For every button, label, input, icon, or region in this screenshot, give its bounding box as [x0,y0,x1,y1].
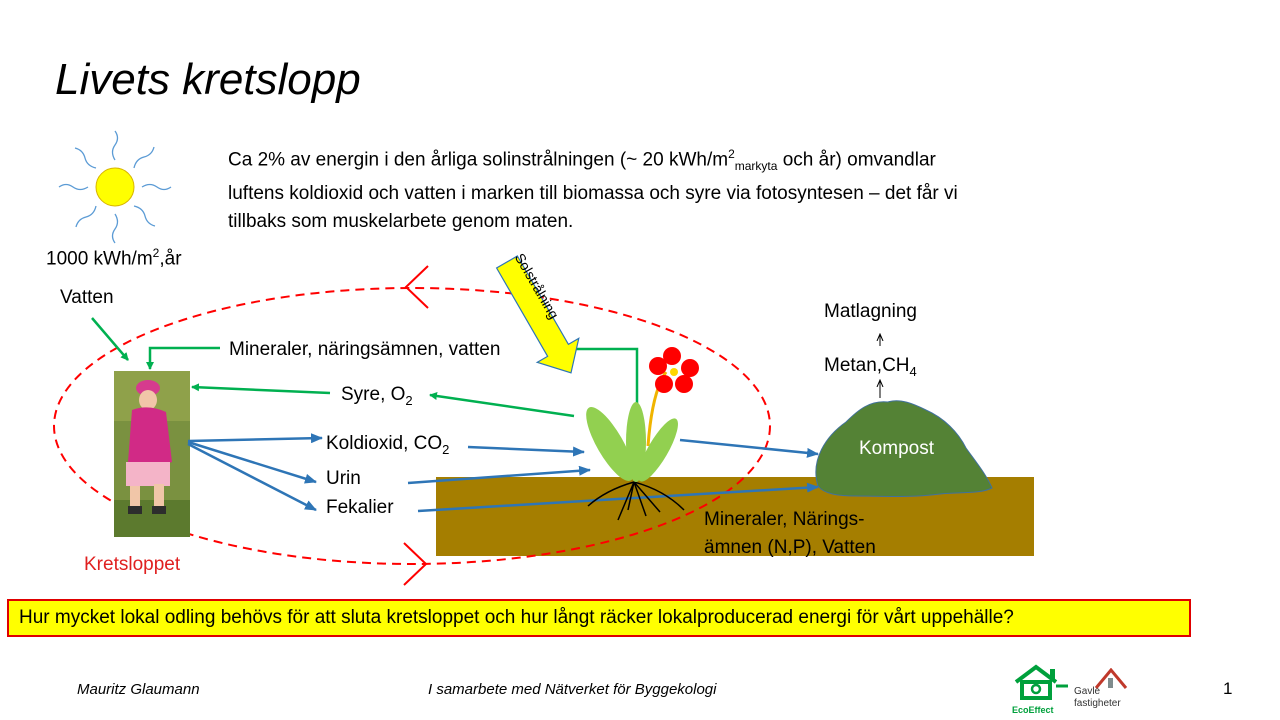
mineraler-label: Mineraler, näringsämnen, vatten [229,339,501,360]
soil-label: Mineraler, Närings- ämnen (N,P), Vatten [704,506,876,562]
syre-label: Syre, O2 [341,384,413,408]
compost-heap [815,400,993,497]
solstralning-arrow [495,255,580,374]
plant-to-compost-arrow [679,438,819,458]
page-number: 1 [1223,679,1233,698]
gavle-logo-text2: fastigheter [1074,698,1121,709]
syre-label-sub: 2 [405,392,413,408]
cycle-arrowhead-top [404,265,429,309]
footer-collab: I samarbete med Nätverket för Byggekolog… [428,681,717,698]
child-to-urin-arrow [187,440,317,484]
child-to-fekalier-arrow [187,442,317,512]
urin-to-plant-arrow [407,465,591,485]
ecoeffect-logo-text: EcoEffect [1012,705,1054,715]
koldioxid-label: Koldioxid, CO2 [326,433,449,457]
matlagning-label: Matlagning [824,301,917,322]
kompost-label: Kompost [859,438,934,459]
gavle-logo: Gavle fastigheter [1074,668,1134,710]
child-photo [114,371,190,537]
urin-label: Urin [326,468,361,489]
question-box: Hur mycket lokal odling behövs för att s… [7,599,1191,637]
sun-label: 1000 kWh/m2,år [46,246,182,270]
ecoeffect-logo: EcoEffect [1012,664,1070,715]
intro-part2: och år) omvandlar luftens koldioxid och … [228,149,958,233]
koldioxid-to-plant-arrow [467,445,585,457]
metan-label-main: Metan,CH [824,355,910,376]
intro-sub: markyta [734,159,778,174]
syre-arrow-left [191,383,331,395]
sun-icon [58,130,172,244]
ecoeffect-house-icon [1014,664,1068,700]
syre-label-main: Syre, O [341,384,406,405]
intro-text: Ca 2% av energin i den årliga solinstrål… [228,140,988,236]
child-to-koldioxid-arrow [187,433,323,444]
page-title: Livets kretslopp [55,55,361,104]
vatten-label: Vatten [60,287,114,308]
sun-label-main: 1000 kWh/m [46,248,153,270]
metan-label-sub: 4 [909,363,917,379]
fekalier-to-compost-arrow [417,482,819,513]
fekalier-label: Fekalier [326,497,394,518]
intro-sup: 2 [728,147,735,161]
syre-arrow-right [429,392,575,418]
cycle-arrowhead-bottom [403,542,428,586]
footer-author: Mauritz Glaumann [77,681,200,698]
gavle-roof-icon [1094,668,1128,689]
intro-part1: Ca 2% av energin i den årliga solinstrål… [228,149,729,171]
mineraler-arrow [146,346,220,370]
cycle-ellipse [53,287,771,565]
soil-label-line1: Mineraler, Närings- [704,509,865,530]
sun-label-tail: ,år [159,248,182,270]
plant-icon [586,347,699,521]
koldioxid-label-sub: 2 [442,441,450,457]
sun-label-sup: 2 [152,246,160,260]
soil-label-line2: ämnen (N,P), Vatten [704,537,876,558]
kretsloppet-label: Kretsloppet [84,554,181,575]
vatten-arrow [91,317,129,361]
gavle-logo-text1: Gavle [1074,686,1101,697]
metan-label: Metan,CH4 [824,355,917,379]
koldioxid-label-main: Koldioxid, CO [326,433,443,454]
stem-to-mineraler-arrow [561,345,639,410]
